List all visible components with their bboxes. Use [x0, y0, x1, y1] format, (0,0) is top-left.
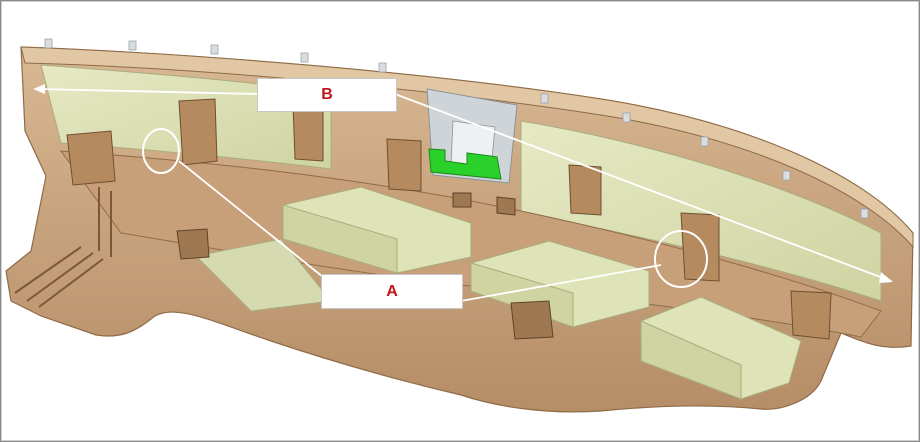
clip-green — [428, 148, 502, 180]
lower-mounts — [176, 192, 554, 340]
leader-lines — [36, 88, 892, 302]
wall-brackets — [66, 98, 832, 340]
callout-circle — [142, 128, 180, 174]
arrow-heads — [33, 84, 893, 283]
left-lip — [14, 187, 112, 308]
callout-label-b: B — [257, 78, 397, 112]
rim-tabs — [44, 38, 869, 219]
callout-label-a: A — [321, 274, 463, 309]
upper-foam-right — [520, 120, 882, 302]
callout-circle — [654, 230, 708, 288]
